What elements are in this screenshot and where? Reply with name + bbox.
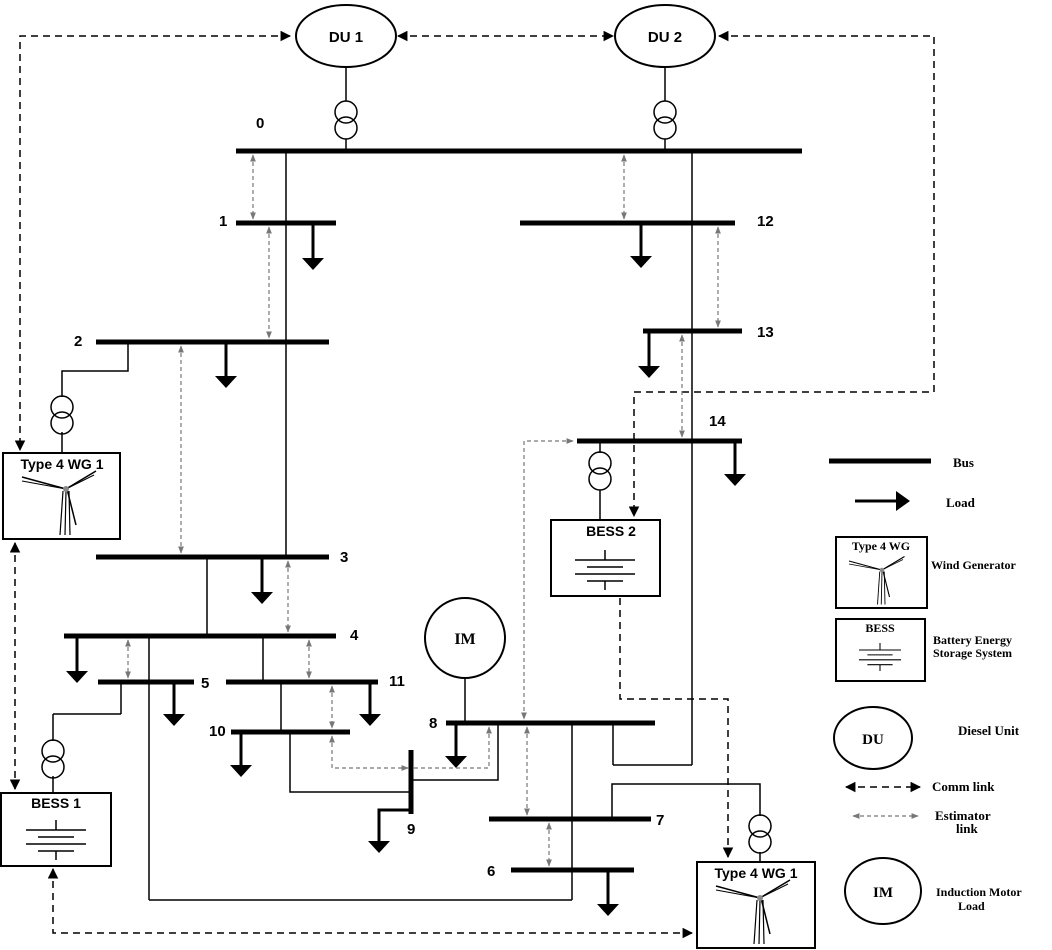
legend-est-line2: link [956, 821, 978, 836]
bus-8-label: 8 [429, 715, 437, 732]
bess2-box: BESS 2 [550, 519, 661, 597]
bess1-label: BESS 1 [31, 795, 81, 811]
legend-comm-label: Comm link [932, 779, 995, 794]
bus-9: 9 [407, 750, 415, 838]
legend-load-label: Load [946, 495, 976, 510]
legend: Bus Load Type 4 WG Wind Generator BESS B… [829, 455, 1022, 925]
bus-2: 2 [74, 333, 329, 350]
bus-7-label: 7 [656, 812, 664, 829]
wg1-label: Type 4 WG 1 [21, 456, 104, 472]
bus-6-label: 6 [487, 863, 495, 880]
bus-12: 12 [520, 213, 774, 230]
legend-im-line2: Load [958, 899, 985, 913]
bus-10-label: 10 [209, 723, 226, 740]
bess2-label: BESS 2 [586, 523, 636, 539]
bus-1-label: 1 [219, 213, 227, 230]
estimator-links [125, 154, 721, 867]
bus-8: 8 [429, 715, 655, 732]
bus-12-label: 12 [757, 213, 774, 230]
legend-du-box-label: DU [862, 732, 884, 748]
bus-3-label: 3 [340, 549, 348, 566]
du2-label: DU 2 [648, 29, 682, 46]
bus-1: 1 [219, 213, 336, 230]
du2-transformer-icon [653, 100, 677, 140]
bess2-transformer-icon [588, 451, 612, 491]
du1-label: DU 1 [329, 29, 363, 46]
bus-4-label: 4 [350, 627, 359, 644]
bus-2-label: 2 [74, 333, 82, 350]
bus-14: 14 [577, 413, 742, 444]
bus-5-label: 5 [201, 675, 209, 692]
comm-links [9, 30, 935, 939]
du1-transformer-icon [334, 100, 358, 140]
bus-3: 3 [96, 549, 348, 566]
bus-11: 11 [226, 673, 405, 690]
bess1-box: BESS 1 [0, 792, 112, 867]
wg1-box: Type 4 WG 1 [2, 452, 121, 540]
legend-bess-line2: Storage System [933, 646, 1012, 660]
bess1-transformer-icon [41, 739, 65, 779]
legend-wg-label: Wind Generator [931, 558, 1016, 572]
legend-est-line1: Estimator [935, 808, 991, 823]
legend-bess-line1: Battery Energy [933, 633, 1012, 647]
legend-im-line1: Induction Motor [936, 885, 1022, 899]
im-label: IM [454, 631, 475, 648]
wg2-transformer-icon [748, 814, 772, 854]
legend-wg-box-label: Type 4 WG [852, 539, 910, 553]
legend-bess-box-label: BESS [865, 621, 895, 635]
bus-0-label: 0 [256, 115, 264, 132]
legend-im-box-label: IM [873, 885, 893, 901]
wg2-box: Type 4 WG 1 [696, 861, 816, 949]
bus-0: 0 [236, 115, 802, 154]
bus-13: 13 [643, 324, 774, 341]
bus-4: 4 [64, 627, 359, 644]
bus-11-label: 11 [389, 673, 405, 690]
legend-load-arrow-icon [896, 491, 910, 511]
wg2-label: Type 4 WG 1 [715, 865, 798, 881]
wg1-transformer-icon [50, 395, 74, 435]
du2-unit: DU 2 [614, 4, 716, 151]
bus-10: 10 [209, 723, 350, 740]
du1-unit: DU 1 [295, 4, 397, 151]
bus-9-label: 9 [407, 821, 415, 838]
im-unit: IM [424, 597, 506, 679]
legend-du-label: Diesel Unit [958, 723, 1020, 738]
bus-6: 6 [487, 863, 634, 880]
bus-13-label: 13 [757, 324, 774, 341]
bus-5: 5 [98, 675, 209, 692]
bus-14-label: 14 [709, 413, 726, 430]
bus-7: 7 [489, 812, 664, 829]
legend-bus-label: Bus [953, 455, 974, 470]
